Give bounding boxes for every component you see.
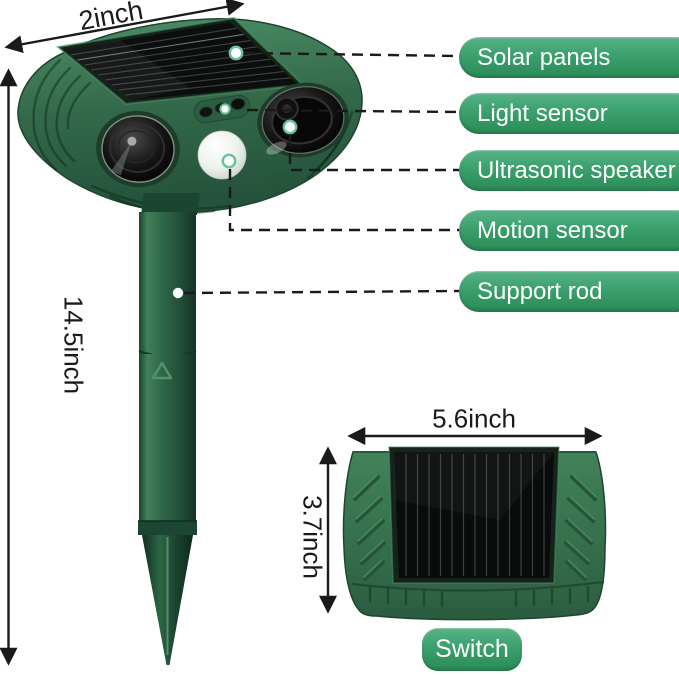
back-device-illustration bbox=[342, 446, 607, 621]
callout-dot-light-sensor bbox=[219, 103, 231, 115]
ultrasonic-speaker-right bbox=[257, 82, 349, 158]
dimension-label-base-depth: 3.7inch bbox=[297, 495, 328, 579]
ground-spike bbox=[138, 520, 197, 665]
ultrasonic-speaker-left bbox=[96, 110, 180, 188]
solar-panel bbox=[55, 16, 306, 106]
dimension-arrow-top-width bbox=[4, 0, 245, 54]
callout-label-light-sensor: Light sensor bbox=[459, 93, 679, 134]
dimension-label-stake-height: 14.5inch bbox=[58, 295, 89, 395]
callout-label-motion-sensor: Motion sensor bbox=[459, 210, 679, 251]
motion-sensor-ball bbox=[197, 130, 247, 180]
callout-label-solar-panels: Solar panels bbox=[459, 37, 679, 78]
callout-label-switch: Switch bbox=[422, 628, 522, 671]
front-device-illustration bbox=[17, 16, 363, 215]
callout-label-support-rod: Support rod bbox=[459, 271, 679, 312]
back-solar-panel bbox=[388, 446, 560, 584]
rod-triangle-mark bbox=[151, 361, 173, 380]
callout-line-support-rod bbox=[183, 289, 460, 295]
callout-label-ultrasonic-speaker: Ultrasonic speaker bbox=[459, 150, 679, 191]
callout-dot-ultrasonic-speaker bbox=[282, 119, 298, 135]
back-device-rib-lines bbox=[353, 475, 597, 581]
callout-dot-solar-panels bbox=[228, 45, 244, 61]
callout-line-motion-sensor bbox=[228, 169, 459, 232]
callout-line-ultrasonic-speaker bbox=[288, 135, 459, 172]
callout-dot-motion-sensor bbox=[221, 153, 237, 169]
support-rod-graphic bbox=[138, 193, 200, 524]
dimension-label-base-width: 5.6inch bbox=[432, 403, 516, 434]
callout-dot-support-rod bbox=[172, 287, 184, 299]
base-notches bbox=[368, 585, 590, 608]
